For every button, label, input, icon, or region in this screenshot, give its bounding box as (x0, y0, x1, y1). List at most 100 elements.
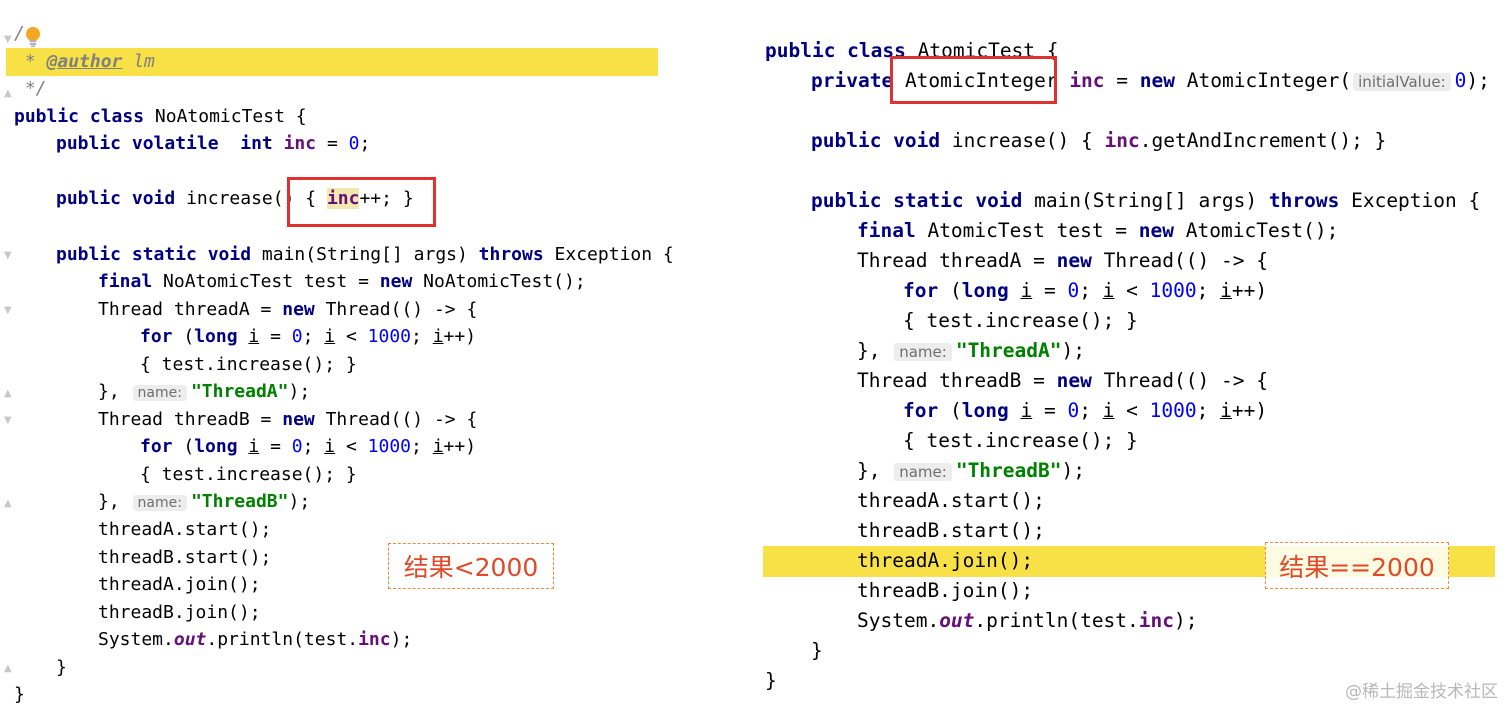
keyword: long (194, 326, 238, 347)
code-text: threadB.start(); (98, 547, 272, 568)
fold-marker[interactable]: ▲ (4, 388, 12, 399)
keyword: long (194, 436, 238, 457)
number-literal: 0 (1067, 399, 1080, 422)
code-text: ( (183, 436, 195, 457)
code-line-close-a: }, name:"ThreadA"); (98, 380, 310, 404)
loop-var: i (1102, 279, 1115, 302)
watermark: @稀土掘金技术社区 (1345, 682, 1498, 702)
code-text: Thread(() -> { (325, 299, 478, 320)
highlight-box-increase (287, 177, 436, 227)
fold-marker[interactable]: ▲ (4, 88, 12, 99)
keyword: public void (56, 188, 176, 209)
loop-var: i (1220, 399, 1232, 422)
param-hint: name: (894, 463, 952, 481)
fold-marker[interactable]: ▲ (4, 498, 12, 509)
code-line-print: System.out.println(test.inc); (98, 628, 412, 652)
string-literal: "ThreadA" (190, 381, 289, 402)
code-line-increase: public void increase() { inc++; } (56, 187, 414, 211)
loop-var: i (248, 436, 260, 457)
fold-marker[interactable]: ▼ (4, 415, 12, 426)
number-literal: 0 (1067, 279, 1080, 302)
comment-close: */ (24, 78, 47, 99)
number-literal: 0 (291, 326, 303, 347)
number-literal: 1000 (367, 326, 412, 347)
code-text: Thread threadB = (857, 369, 1057, 392)
fold-marker[interactable]: ▼ (4, 34, 12, 45)
code-text: threadB.join(); (857, 579, 1034, 602)
code-text: Thread(() -> { (325, 409, 478, 430)
code-text: System. (98, 629, 174, 650)
code-text: ; (1079, 399, 1103, 422)
string-literal: "ThreadB" (955, 459, 1062, 482)
code-text: { test.increase(); } (903, 309, 1138, 332)
code-text: .println(test. (974, 609, 1139, 632)
code-line-class-decl: public class NoAtomicTest { (14, 105, 307, 129)
code-text: ); (288, 381, 311, 402)
code-text: Thread threadA = (98, 299, 283, 320)
keyword: for (903, 279, 939, 302)
code-line-threadA-decl: Thread threadA = new Thread(() -> { (857, 248, 1268, 274)
code-line-close-b: }, name:"ThreadB"); (98, 490, 310, 514)
code-line-for-loop-b: for (long i = 0; i < 1000; i++) (140, 435, 476, 459)
code-text: threadB.join(); (98, 602, 261, 623)
code-line-body-b: { test.increase(); } (903, 428, 1138, 454)
field-inc: inc (1138, 609, 1175, 632)
code-line-test-decl: final AtomicTest test = new AtomicTest()… (857, 218, 1338, 244)
brace: } (56, 657, 67, 678)
code-line-close-class: } (765, 668, 777, 694)
keyword: public volatile int (56, 133, 273, 154)
code-text: System. (857, 609, 940, 632)
number-literal: 1000 (367, 436, 412, 457)
code-text: < (335, 436, 368, 457)
method-signature: main(String[] args) (1034, 189, 1258, 212)
code-text: { test.increase(); } (140, 354, 357, 375)
code-text: Thread(() -> { (1103, 369, 1268, 392)
fold-marker[interactable]: ▼ (4, 250, 12, 261)
code-text: < (1114, 399, 1150, 422)
code-text: ++; } (359, 188, 414, 209)
lightbulb-icon[interactable] (24, 26, 42, 48)
keyword: new (379, 271, 413, 292)
code-line-start-b: threadB.start(); (98, 546, 271, 570)
fold-marker[interactable]: ▲ (4, 663, 12, 674)
fold-marker[interactable]: ▼ (4, 305, 12, 316)
code-text: ; (411, 326, 433, 347)
field-inc: inc (1069, 69, 1105, 92)
code-line-threadB-decl: Thread threadB = new Thread(() -> { (98, 408, 477, 432)
highlight-box-atomic-integer (890, 56, 1057, 104)
code-text: }, (857, 459, 893, 482)
code-text: AtomicInteger( (1186, 69, 1352, 92)
code-text: Thread threadB = (98, 409, 283, 430)
string-literal: "ThreadB" (190, 491, 289, 512)
keyword: for (903, 399, 939, 422)
code-text: { test.increase(); } (903, 429, 1138, 452)
code-line-comment-close: */ (14, 77, 47, 101)
brace: { (295, 106, 307, 127)
code-line-main: public static void main(String[] args) t… (811, 188, 1480, 214)
field-inc: inc (1104, 129, 1140, 152)
loop-var: i (1102, 399, 1115, 422)
param-hint: name: (132, 385, 187, 401)
type-name: AtomicInteger (904, 69, 1058, 92)
code-text: ++) (1231, 399, 1268, 422)
code-line-close-method: } (811, 638, 823, 664)
code-text: ); (1466, 69, 1490, 92)
keyword: public static void (56, 244, 252, 265)
number-literal: 1000 (1149, 399, 1197, 422)
code-text: Exception { (554, 244, 674, 265)
code-text: .getAndIncrement(); } (1139, 129, 1387, 152)
code-text: AtomicTest(); (1185, 219, 1339, 242)
keyword: new (1139, 69, 1176, 92)
code-text: }, (98, 491, 131, 512)
code-text: ); (288, 491, 311, 512)
keyword: for (140, 326, 173, 347)
code-line-threadB-decl: Thread threadB = new Thread(() -> { (857, 368, 1268, 394)
code-text: = (259, 326, 292, 347)
code-line-start-a: threadA.start(); (857, 488, 1045, 514)
loop-var: i (1220, 279, 1232, 302)
code-line-join-b: threadB.join(); (857, 578, 1033, 604)
code-line-for-loop-b: for (long i = 0; i < 1000; i++) (903, 398, 1267, 424)
code-text: }, (857, 339, 893, 362)
keyword: long (961, 399, 1009, 422)
code-text: < (335, 326, 368, 347)
